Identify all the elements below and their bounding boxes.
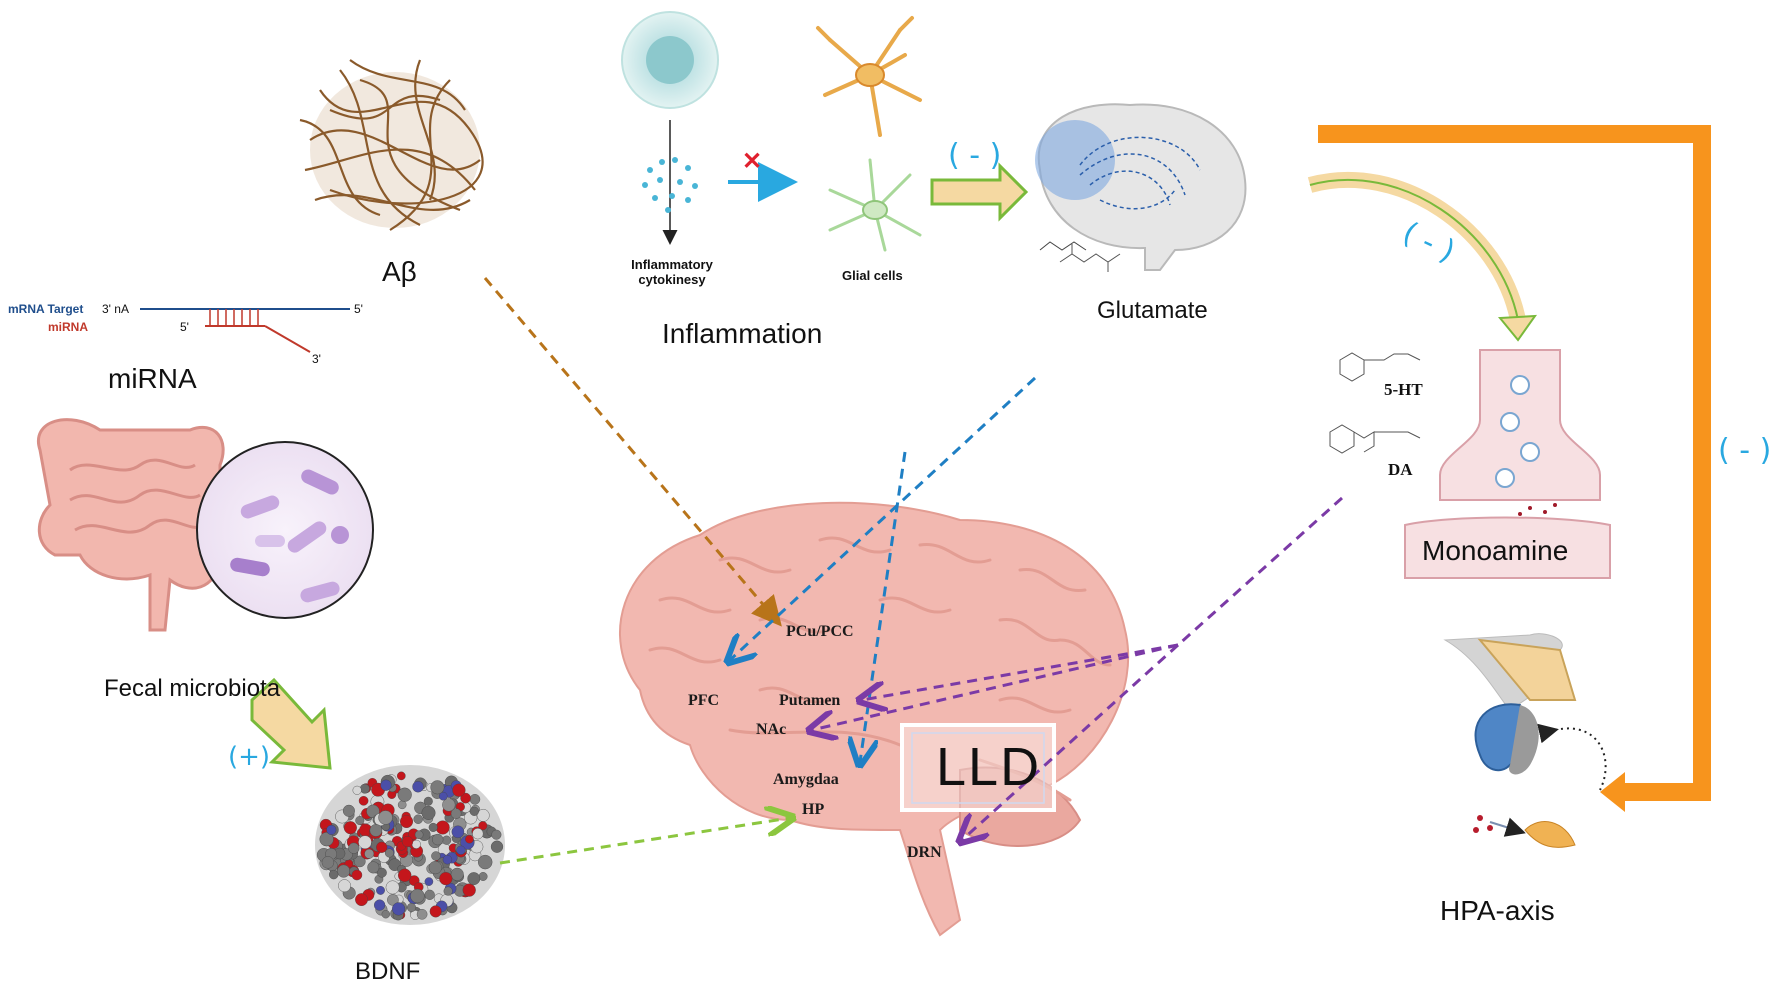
lld-box xyxy=(900,723,1056,812)
hpa-inhibition-path xyxy=(1318,125,1711,801)
monoamine-to-putamen-arrow xyxy=(862,643,1179,700)
five-prime-bottom-label: 5' xyxy=(180,320,189,334)
hpa-axis-illustration xyxy=(1443,633,1607,848)
lld-label: LLD xyxy=(936,737,1042,797)
glutamate-brain-illustration xyxy=(1035,103,1247,271)
region-pfc: PFC xyxy=(688,692,720,709)
central-brain-illustration xyxy=(619,501,1130,937)
abeta-to-pcu-pcc-arrow xyxy=(483,277,782,627)
serotonin-structure-icon xyxy=(1339,352,1421,382)
synapse-illustration xyxy=(1404,349,1611,579)
glutamate-label: Glutamate xyxy=(1097,297,1208,324)
hpa-axis-label: HPA-axis xyxy=(1440,895,1555,926)
three-prime-na-label: 3' nA xyxy=(102,302,129,316)
astrocyte-icon xyxy=(816,16,922,137)
five-prime-top-label: 5' xyxy=(354,302,363,316)
bdnf-label: BDNF xyxy=(355,958,421,985)
microbiota-to-bdnf-arrow xyxy=(250,677,332,770)
inflammation-glutamate-inhibit-sign: ( - ) xyxy=(948,138,1002,173)
monoamine-branch-line xyxy=(1176,496,1344,647)
abeta-fibril-illustration xyxy=(299,59,484,231)
fecal-microbiota-label: Fecal microbiota xyxy=(104,675,281,702)
monoamine-to-drn-arrow xyxy=(962,643,1180,840)
three-prime-label: 3' xyxy=(312,352,321,366)
region-nac: NAc xyxy=(756,721,787,738)
mirna-binding-schematic xyxy=(140,308,350,353)
inflammatory-cytokines-label: Inflammatory cytokinesy xyxy=(631,257,713,287)
inflammation-to-glutamate-arrow xyxy=(930,162,1029,222)
bdnf-molecule-illustration xyxy=(315,765,505,925)
mrna-target-label: mRNA Target xyxy=(8,302,84,316)
glutamate-structure-icon xyxy=(1059,244,1121,272)
region-putamen: Putamen xyxy=(779,692,841,709)
monoamine-to-nac-arrow xyxy=(812,643,1179,730)
hpa-arrowhead xyxy=(1600,772,1625,812)
macrophage-cell-icon xyxy=(621,11,719,109)
region-hp: HP xyxy=(802,801,825,818)
monoamine-label: Monoamine xyxy=(1422,535,1569,566)
blocked-mark-icon: ✕ xyxy=(742,148,763,175)
glutamate-to-pfc-arrow xyxy=(730,376,1037,660)
bdnf-promote-sign: (+) xyxy=(228,742,271,772)
glial-cell-icon xyxy=(828,158,922,252)
gut-illustration xyxy=(36,418,225,632)
mirna-label: miRNA xyxy=(108,363,197,394)
microbiota-magnifier xyxy=(196,441,374,619)
dopamine-label: DA xyxy=(1388,460,1413,479)
region-amygdala: Amygdaa xyxy=(773,771,839,788)
abeta-label: Aβ xyxy=(382,256,417,287)
serotonin-label: 5-HT xyxy=(1384,380,1423,399)
hpa-inhibit-sign: ( - ) xyxy=(1718,433,1772,468)
bdnf-to-hp-arrow xyxy=(499,818,790,865)
region-drn: DRN xyxy=(907,844,942,861)
dopamine-structure-icon xyxy=(1329,424,1421,454)
mirna-strand-label: miRNA xyxy=(48,320,89,334)
inflammation-label: Inflammation xyxy=(662,318,823,349)
region-pcu-pcc: PCu/PCC xyxy=(786,623,854,640)
glial-cells-label: Glial cells xyxy=(842,268,903,283)
cytokines-dots-icon xyxy=(642,157,698,213)
